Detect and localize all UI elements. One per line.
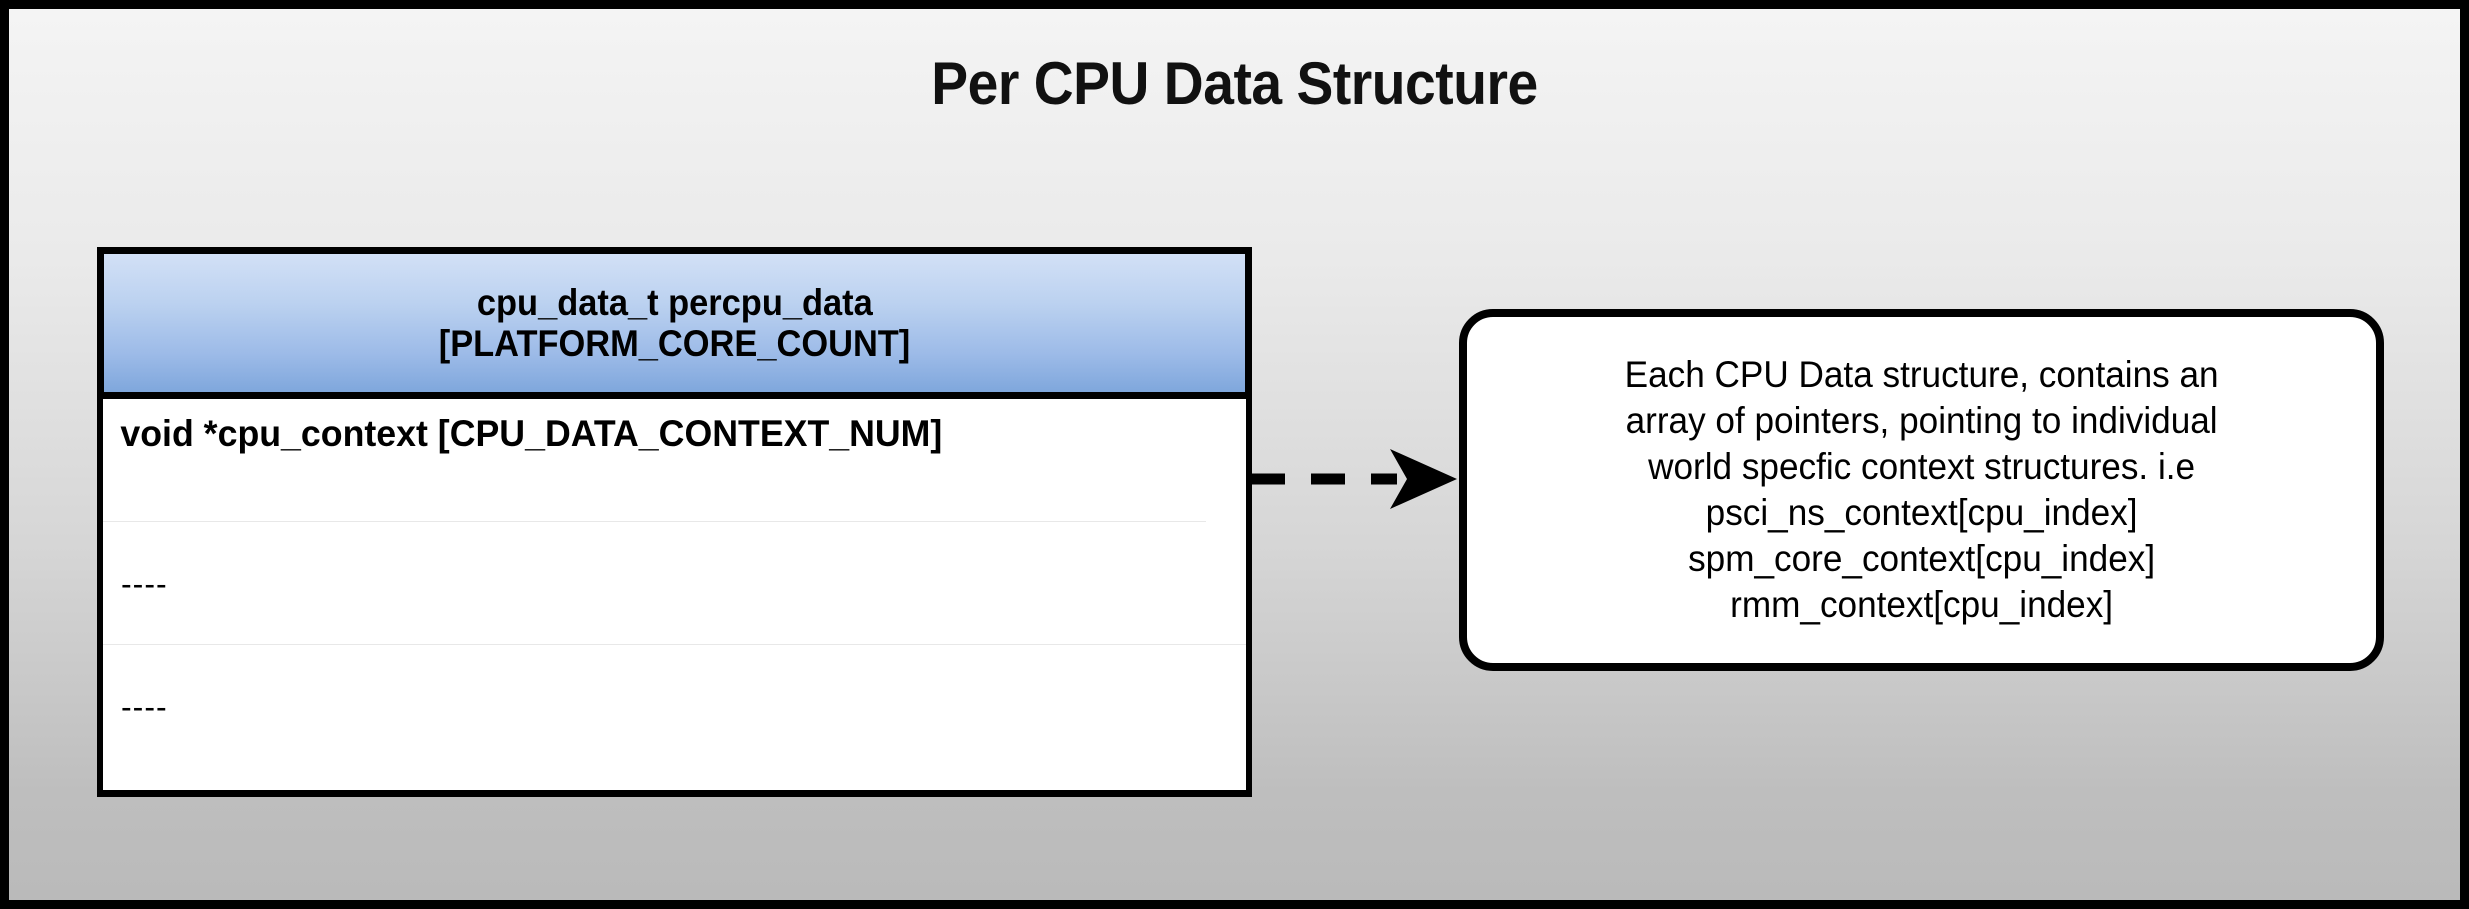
struct-header: cpu_data_t percpu_data [PLATFORM_CORE_CO…: [97, 247, 1252, 399]
struct-row-label: ----: [121, 566, 168, 602]
note-line-4: psci_ns_context[cpu_index]: [1705, 492, 2138, 533]
struct-row-label: ----: [121, 689, 168, 725]
struct-header-line-1: cpu_data_t percpu_data: [476, 281, 873, 323]
percpu-data-struct-box: cpu_data_t percpu_data [PLATFORM_CORE_CO…: [97, 247, 1252, 797]
arrow-icon: [1251, 449, 1457, 509]
page-title: Per CPU Data Structure: [931, 50, 1538, 117]
note-callout: Each CPU Data structure, contains an arr…: [1459, 309, 2384, 671]
note-line-6: rmm_context[cpu_index]: [1730, 583, 2113, 625]
table-row: ----: [103, 645, 1246, 768]
note-line-1: Each CPU Data structure, contains an: [1624, 354, 2219, 396]
note-line-5: spm_core_context[cpu_index]: [1687, 537, 2155, 579]
struct-body: void *cpu_context [CPU_DATA_CONTEXT_NUM]…: [97, 399, 1252, 797]
table-row: void *cpu_context [CPU_DATA_CONTEXT_NUM]: [103, 399, 1206, 522]
note-line-3: world specfic context structures. i.e: [1647, 446, 2195, 488]
note-line-2: array of pointers, pointing to individua…: [1625, 400, 2218, 442]
struct-row-label: void *cpu_context [CPU_DATA_CONTEXT_NUM]: [120, 413, 943, 454]
dashed-arrow-connector: [1247, 439, 1462, 519]
note-text: Each CPU Data structure, contains an arr…: [1625, 352, 2219, 627]
struct-header-line-2: [PLATFORM_CORE_COUNT]: [438, 323, 911, 364]
table-row: ----: [103, 522, 1246, 645]
